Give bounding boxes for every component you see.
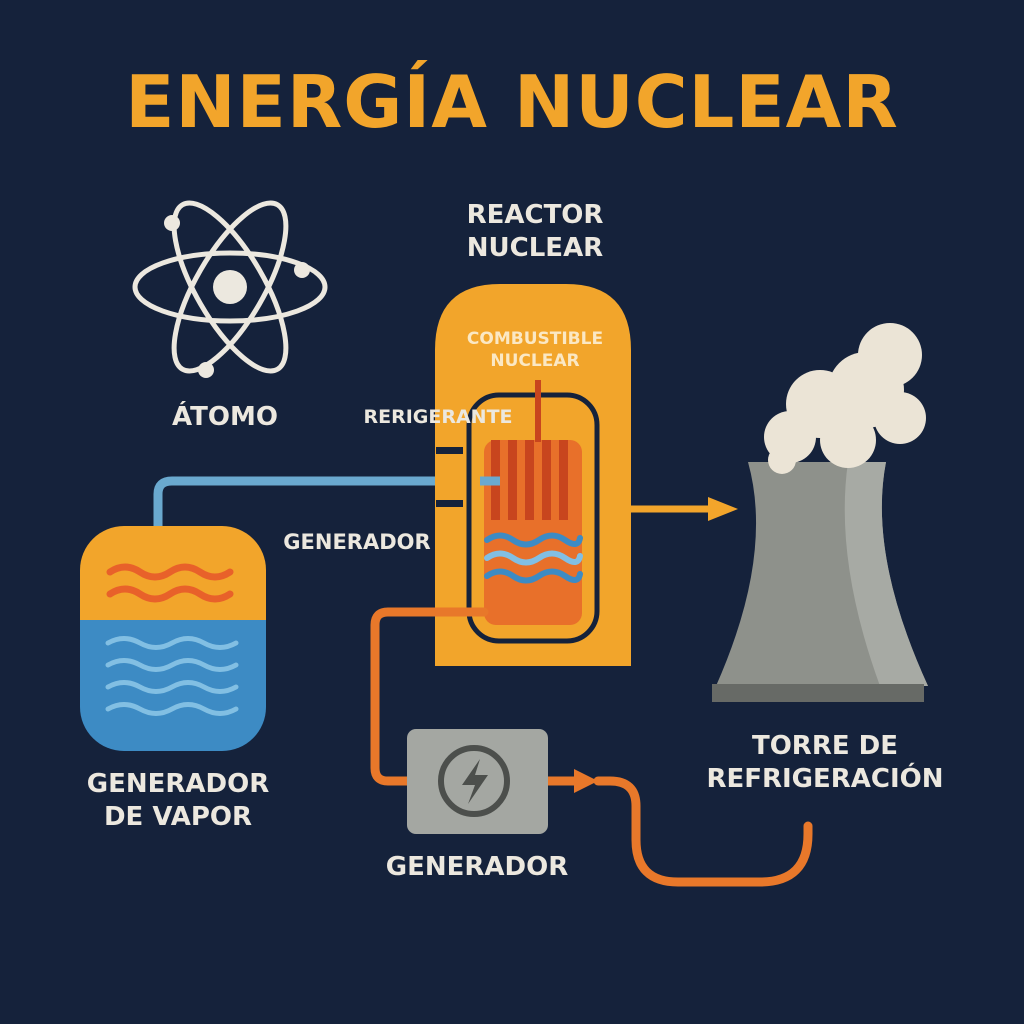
tower-base [712, 684, 924, 702]
coolant-label: RERIGERANTE [363, 406, 513, 428]
fuel-label: COMBUSTIBLE NUCLEAR [450, 329, 620, 373]
steam-pipe [370, 607, 489, 786]
return-pipe [593, 776, 813, 887]
steam-generator-label: GENERADOR DE VAPOR [60, 768, 296, 835]
atom-orbit-horizontal [132, 250, 328, 324]
steam-cloud-icon [764, 323, 926, 474]
generator-ring [438, 745, 510, 817]
fuel-label-line1: COMBUSTIBLE [466, 329, 604, 349]
cooling-tower-icon [712, 462, 928, 702]
atom-electron [198, 362, 214, 378]
cooling-tower-label-line1: TORRE DE [751, 731, 899, 761]
atom-icon [132, 200, 328, 378]
page-title: ENERGÍA NUCLEAR [125, 60, 899, 144]
heat-flow-arrow [631, 497, 738, 521]
core-coolant-waves [484, 532, 583, 584]
reactor-label: REACTOR NUCLEAR [420, 199, 650, 266]
electric-generator [407, 729, 548, 834]
atom-orbit-right [171, 200, 289, 374]
output-arrow [574, 769, 598, 793]
tower-highlight [844, 462, 928, 686]
fuel-label-line2: NUCLEAR [490, 350, 580, 371]
lightning-bolt-icon [462, 759, 488, 804]
cooling-tower-label-line2: REFRIGERACIÓN [706, 764, 944, 795]
steam-generator-tank [80, 526, 266, 751]
steam-generator-label-line1: GENERADOR [86, 769, 270, 799]
atom-nucleus [213, 270, 247, 304]
generator-bottom-label: GENERADOR [385, 852, 569, 882]
reactor-vent [436, 500, 463, 507]
cooling-tower-label: TORRE DE REFRIGERACIÓN [690, 730, 960, 797]
reactor-label-line2: NUCLEAR [466, 233, 604, 264]
control-rod [535, 380, 541, 442]
atom-electron [164, 215, 180, 231]
generator-mid-label: GENERADOR [283, 530, 431, 554]
tank-water-waves [105, 636, 239, 716]
atom-electron [294, 262, 310, 278]
atom-label: ÁTOMO [172, 402, 278, 432]
tank-steam-waves [106, 563, 234, 603]
reactor-vessel [466, 392, 600, 644]
reactor-label-line1: REACTOR [466, 200, 604, 230]
atom-orbit-left [171, 200, 289, 374]
coolant-pipe [153, 476, 483, 533]
steam-generator-label-line2: DE VAPOR [103, 802, 253, 833]
reactor-building [435, 284, 631, 666]
reactor-vent [436, 447, 463, 454]
